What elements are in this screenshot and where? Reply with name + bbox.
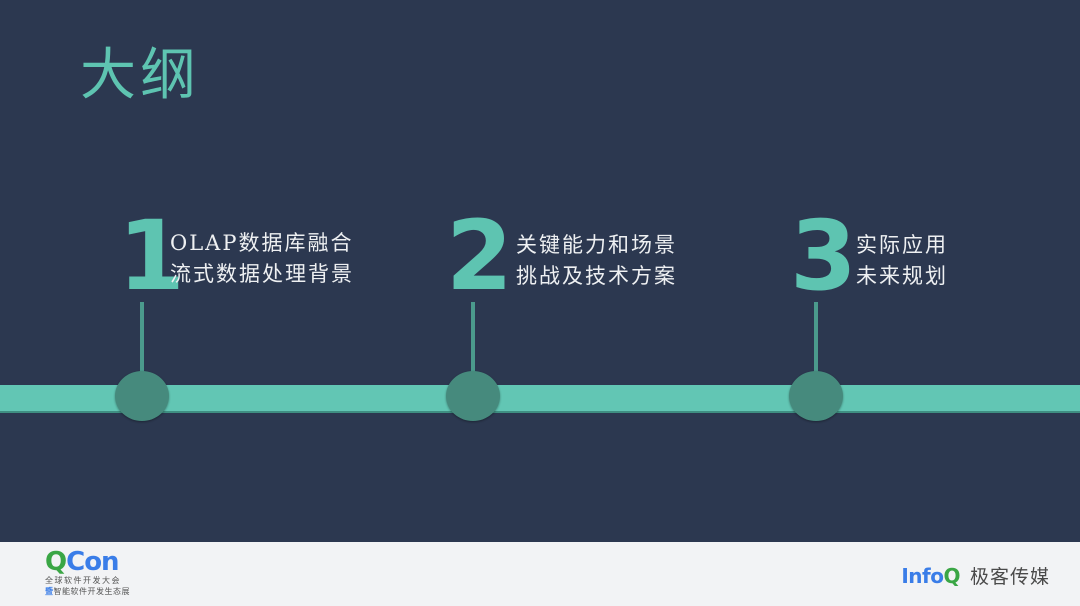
qcon-logo-block: QCon 全球软件开发大会 暨智能软件开发生态展 <box>45 549 135 597</box>
item-3-stem <box>814 302 818 374</box>
item-2-description: 关键能力和场景 挑战及技术方案 <box>516 230 677 292</box>
item-2-stem <box>471 302 475 374</box>
item-1-timeline-node <box>115 371 169 421</box>
qcon-subtitle: 全球软件开发大会 <box>45 576 121 585</box>
footer: QCon 全球软件开发大会 暨智能软件开发生态展 InfoQ 极客传媒 <box>0 542 1080 606</box>
item-2-timeline-node <box>446 371 500 421</box>
infoq-logo-block: InfoQ 极客传媒 <box>901 562 1050 589</box>
item-3-number: 3 <box>790 200 857 312</box>
qcon-logo: QCon <box>45 547 120 577</box>
qcon-subtitle-2: 暨智能软件开发生态展 <box>45 587 130 596</box>
item-1-description: OLAP数据库融合 流式数据处理背景 <box>170 228 354 290</box>
item-1-line2: 流式数据处理背景 <box>170 262 354 286</box>
timeline-bar <box>0 385 1080 413</box>
slide: 大纲 1 OLAP数据库融合 流式数据处理背景 2 关键能力和场景 挑战及技术方… <box>0 0 1080 542</box>
item-3-timeline-node <box>789 371 843 421</box>
item-2-line1: 关键能力和场景 <box>516 233 677 257</box>
item-3-line2: 未来规划 <box>856 264 948 288</box>
item-1-number: 1 <box>118 200 185 312</box>
infoq-name-cn: 极客传媒 <box>969 566 1050 588</box>
infoq-logo: InfoQ <box>901 563 960 588</box>
item-3-description: 实际应用 未来规划 <box>856 230 948 292</box>
slide-title: 大纲 <box>80 43 200 108</box>
item-3-line1: 实际应用 <box>856 233 948 257</box>
item-2-line2: 挑战及技术方案 <box>516 264 677 288</box>
item-1-stem <box>140 302 144 374</box>
item-2-number: 2 <box>446 200 513 312</box>
item-1-line1: OLAP数据库融合 <box>170 231 354 255</box>
